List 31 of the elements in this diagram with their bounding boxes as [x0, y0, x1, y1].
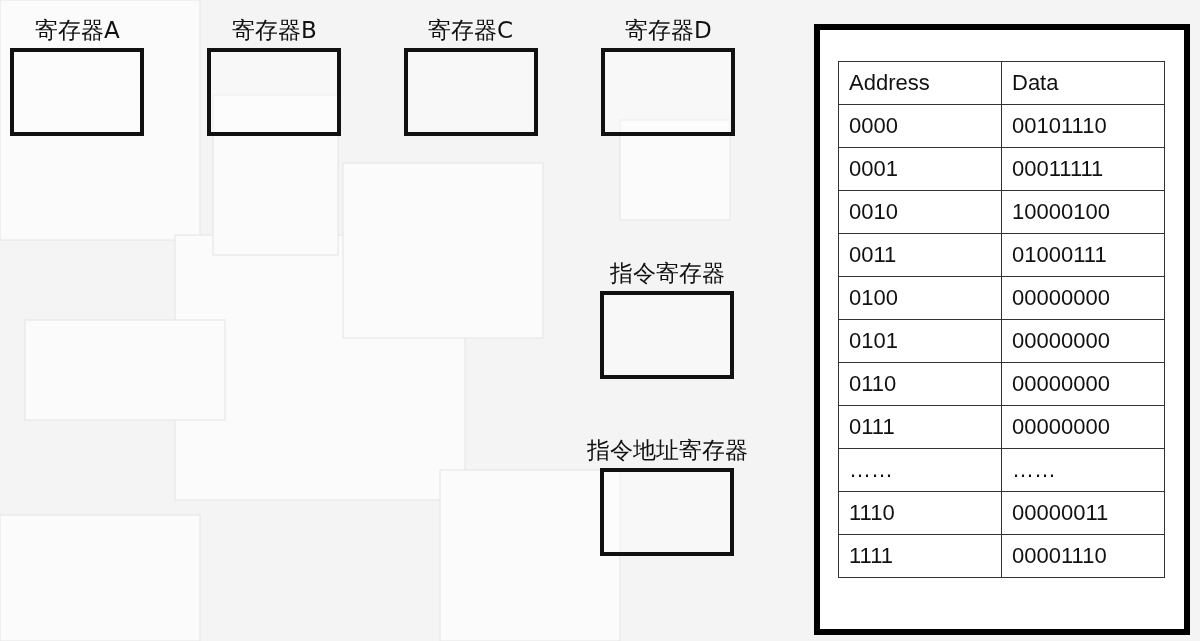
table-cell: 00000011 — [1001, 491, 1165, 535]
table-cell: 0110 — [838, 362, 1002, 406]
header-cell: Data — [1001, 61, 1165, 105]
table-cell: 00000000 — [1001, 319, 1165, 363]
table-cell: 00000000 — [1001, 362, 1165, 406]
table-cell: 0011 — [838, 233, 1002, 277]
header-cell: Address — [838, 61, 1002, 105]
table-cell: 00000000 — [1001, 405, 1165, 449]
table-cell: …… — [1001, 448, 1165, 492]
register-label: 寄存器C — [428, 16, 514, 44]
register-label: 寄存器A — [35, 16, 120, 44]
register-label: 寄存器D — [625, 16, 712, 44]
table-frame — [814, 24, 1190, 635]
table-cell: 0111 — [838, 405, 1002, 449]
table-cell: 0001 — [838, 147, 1002, 191]
table-cell: 0000 — [838, 104, 1002, 148]
table-cell: …… — [838, 448, 1002, 492]
table-cell: 00001110 — [1001, 534, 1165, 578]
table-cell: 00000000 — [1001, 276, 1165, 320]
register-label: 指令寄存器 — [610, 259, 725, 287]
table-cell: 1111 — [838, 534, 1002, 578]
table-cell: 1110 — [838, 491, 1002, 535]
table-cell: 00101110 — [1001, 104, 1165, 148]
register-label: 寄存器B — [232, 16, 317, 44]
table-cell: 00011111 — [1001, 147, 1165, 191]
table-cell: 0100 — [838, 276, 1002, 320]
table-cell: 0010 — [838, 190, 1002, 234]
table-cell: 10000100 — [1001, 190, 1165, 234]
register-label: 指令地址寄存器 — [587, 436, 748, 464]
table-cell: 0101 — [838, 319, 1002, 363]
table-cell: 01000111 — [1001, 233, 1165, 277]
